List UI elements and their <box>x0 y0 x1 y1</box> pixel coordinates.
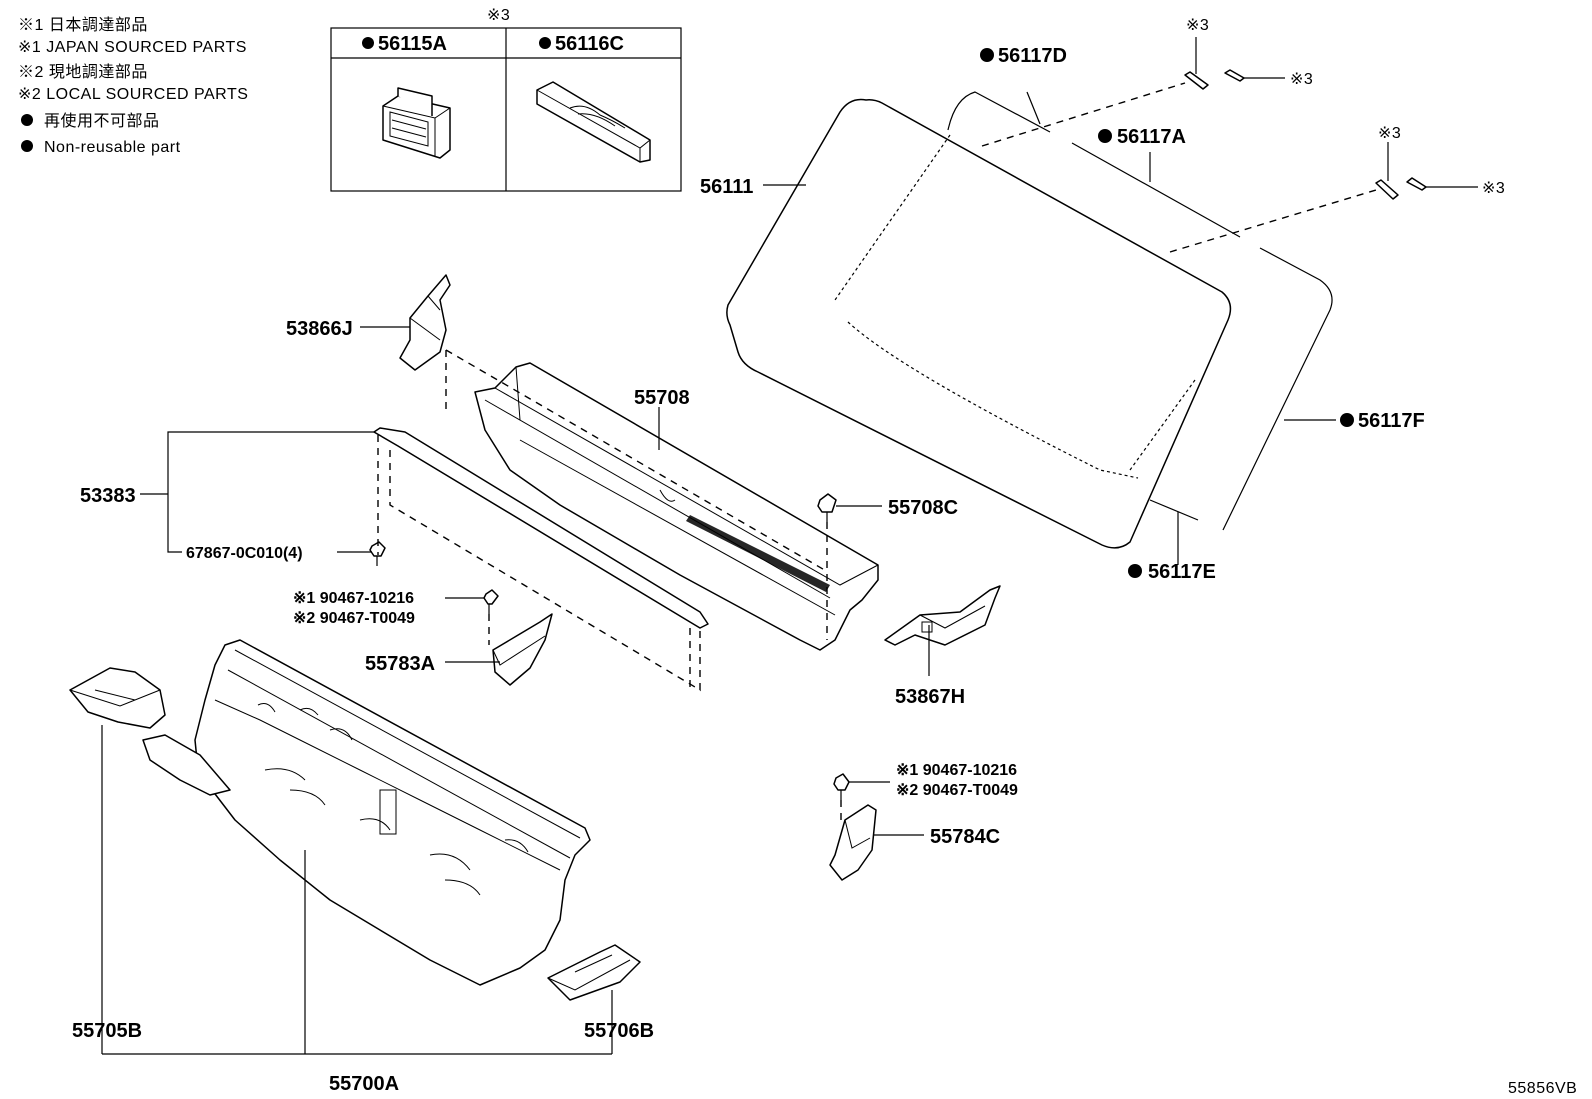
label-53867h: 53867H <box>895 686 965 708</box>
inset-note: ※3 <box>487 7 510 24</box>
legend: ※1 日本調達部品 ※1 JAPAN SOURCED PARTS ※2 現地調達… <box>18 16 248 156</box>
screw-67867 <box>369 541 386 566</box>
non-reusable-dot-icon <box>539 37 551 49</box>
clip-55708c <box>817 493 837 522</box>
label-56117a: 56117A <box>1117 126 1186 148</box>
non-reusable-dot-icon <box>21 114 33 126</box>
label-67867: 67867-0C010(4) <box>186 545 303 562</box>
clip-pieces <box>1184 37 1478 200</box>
legend-line-1: ※1 日本調達部品 <box>18 16 148 34</box>
non-reusable-dot-icon <box>980 48 994 62</box>
cowl-top-ventilator-55708 <box>474 362 879 651</box>
legend-line-5: 再使用不可部品 <box>44 112 160 130</box>
legend-line-2: ※1 JAPAN SOURCED PARTS <box>18 39 247 56</box>
cowl-panel-55700a <box>194 639 591 986</box>
label-56117e: 56117E <box>1148 561 1216 583</box>
label-90467-a-2: ※2 90467-T0049 <box>293 610 415 627</box>
label-90467-b-2: ※2 90467-T0049 <box>896 782 1018 799</box>
note3-clip-a: ※3 <box>1186 17 1209 34</box>
note3-clip-b: ※3 <box>1290 71 1313 88</box>
moulding-56117f <box>1222 247 1336 531</box>
non-reusable-dot-icon <box>1340 413 1354 427</box>
non-reusable-dot-icon <box>21 140 33 152</box>
inset-left-label: 56115A <box>378 33 447 55</box>
hood-seal-53383 <box>373 427 709 629</box>
clip-55783a <box>483 589 553 686</box>
note3-clip-d: ※3 <box>1482 180 1505 197</box>
clip-56115a-drawing <box>382 87 451 159</box>
legend-line-3: ※2 現地調達部品 <box>18 63 148 81</box>
bracket-53866j <box>399 274 451 371</box>
label-55784c: 55784C <box>930 826 1000 848</box>
label-55705b: 55705B <box>72 1020 142 1042</box>
part-labels: 56117D 56117A 56111 56117F 56117E 55708 … <box>72 45 1577 1097</box>
extension-55706b <box>547 944 641 1001</box>
leader-lines <box>101 184 930 1055</box>
non-reusable-dot-icon <box>1128 564 1142 578</box>
label-56117d: 56117D <box>998 45 1067 67</box>
label-56111: 56111 <box>700 176 753 198</box>
extension-left-bracket <box>142 734 231 796</box>
label-53383: 53383 <box>80 485 136 507</box>
label-53866j: 53866J <box>286 318 353 340</box>
label-55708: 55708 <box>634 387 690 409</box>
label-90467-a-1: ※1 90467-10216 <box>293 590 414 607</box>
non-reusable-dot-icon <box>1098 129 1112 143</box>
label-55700a: 55700A <box>329 1073 399 1095</box>
moulding-56117e <box>1149 499 1199 565</box>
label-55708c: 55708C <box>888 497 958 519</box>
legend-line-4: ※2 LOCAL SOURCED PARTS <box>18 86 248 103</box>
label-55706b: 55706B <box>584 1020 654 1042</box>
moulding-56117a <box>1071 142 1241 238</box>
label-55783a: 55783A <box>365 653 435 675</box>
label-56117f: 56117F <box>1358 410 1425 432</box>
bracket-53867h <box>884 585 1001 646</box>
extension-55705b <box>69 667 166 729</box>
diagram-id: 55856VB <box>1508 1080 1577 1097</box>
legend-line-6: Non-reusable part <box>44 139 181 156</box>
moulding-56117d <box>947 91 1051 133</box>
inset-right-label: 56116C <box>555 33 624 55</box>
windshield-glass-56111 <box>726 98 1232 549</box>
note3-clip-c: ※3 <box>1378 125 1401 142</box>
clip-55784c <box>829 773 877 881</box>
clip-56116c-drawing <box>536 81 651 163</box>
clip-inset-box: ※3 56115A 56116C <box>330 7 682 192</box>
label-90467-b-1: ※1 90467-10216 <box>896 762 1017 779</box>
non-reusable-dot-icon <box>362 37 374 49</box>
